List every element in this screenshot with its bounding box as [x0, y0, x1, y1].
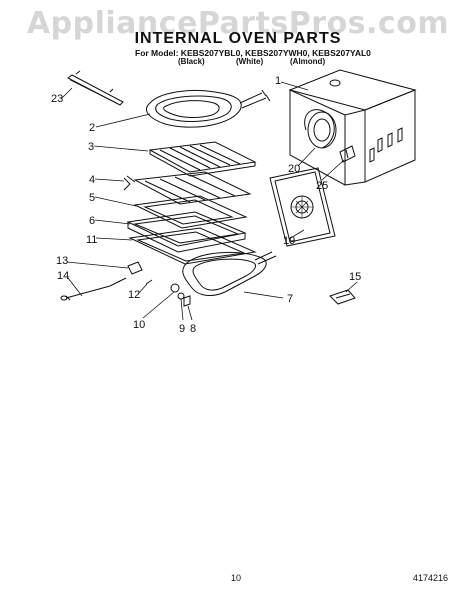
callout-11: 11	[86, 234, 97, 246]
leader-lines	[61, 81, 358, 321]
part-10-nut	[170, 283, 180, 293]
part-15-clip	[329, 289, 356, 305]
callout-7: 7	[287, 293, 293, 305]
part-25-bracket	[339, 145, 356, 163]
part-5-broil-pan	[133, 195, 248, 229]
color-almond: (Almond)	[290, 57, 326, 66]
callout-1: 1	[275, 75, 281, 87]
model-line: For Model: KEBS207YBL0, KEBS207YWH0, KEB…	[135, 48, 371, 58]
callout-14: 14	[57, 270, 69, 282]
callout-6: 6	[89, 215, 95, 227]
part-20-fan-element	[304, 109, 335, 149]
callout-13: 13	[56, 255, 68, 267]
part-rack-middle	[133, 171, 252, 205]
part-1-oven-cavity	[288, 69, 417, 186]
callout-9: 9	[179, 323, 185, 335]
color-black: (Black)	[178, 57, 205, 66]
part-4-clip	[123, 175, 136, 191]
callout-10: 10	[133, 319, 145, 331]
watermark: AppliancePartsPros.com	[26, 6, 450, 41]
callout-15: 15	[349, 271, 361, 283]
callout-25: 25	[316, 180, 328, 192]
document-number: 4174216	[413, 573, 449, 583]
callout-3: 3	[88, 141, 94, 153]
callout-labels: 1 2 3 4 5 6 11 23 13 14 12 10 9 8 7 15 1…	[51, 75, 361, 335]
part-23-vent	[67, 70, 124, 106]
page-number: 10	[231, 573, 242, 583]
callout-23: 23	[51, 93, 63, 105]
part-8-clip	[183, 295, 191, 307]
callout-8: 8	[190, 323, 196, 335]
callout-19: 19	[283, 235, 295, 247]
callout-4: 4	[89, 174, 95, 186]
callout-12: 12	[128, 289, 140, 301]
callout-2: 2	[89, 122, 95, 134]
page-title: INTERNAL OVEN PARTS	[134, 30, 342, 47]
color-white: (White)	[236, 57, 264, 66]
part-12-screw	[145, 279, 153, 285]
part-9-washer	[177, 292, 185, 300]
part-7-bake-element	[182, 251, 277, 296]
part-13-bracket	[127, 261, 143, 275]
part-3-rack	[148, 141, 257, 177]
callout-5: 5	[89, 192, 95, 204]
callout-20: 20	[288, 163, 300, 175]
part-2-broil-element	[146, 89, 271, 128]
part-19-fan-cover	[269, 167, 336, 247]
